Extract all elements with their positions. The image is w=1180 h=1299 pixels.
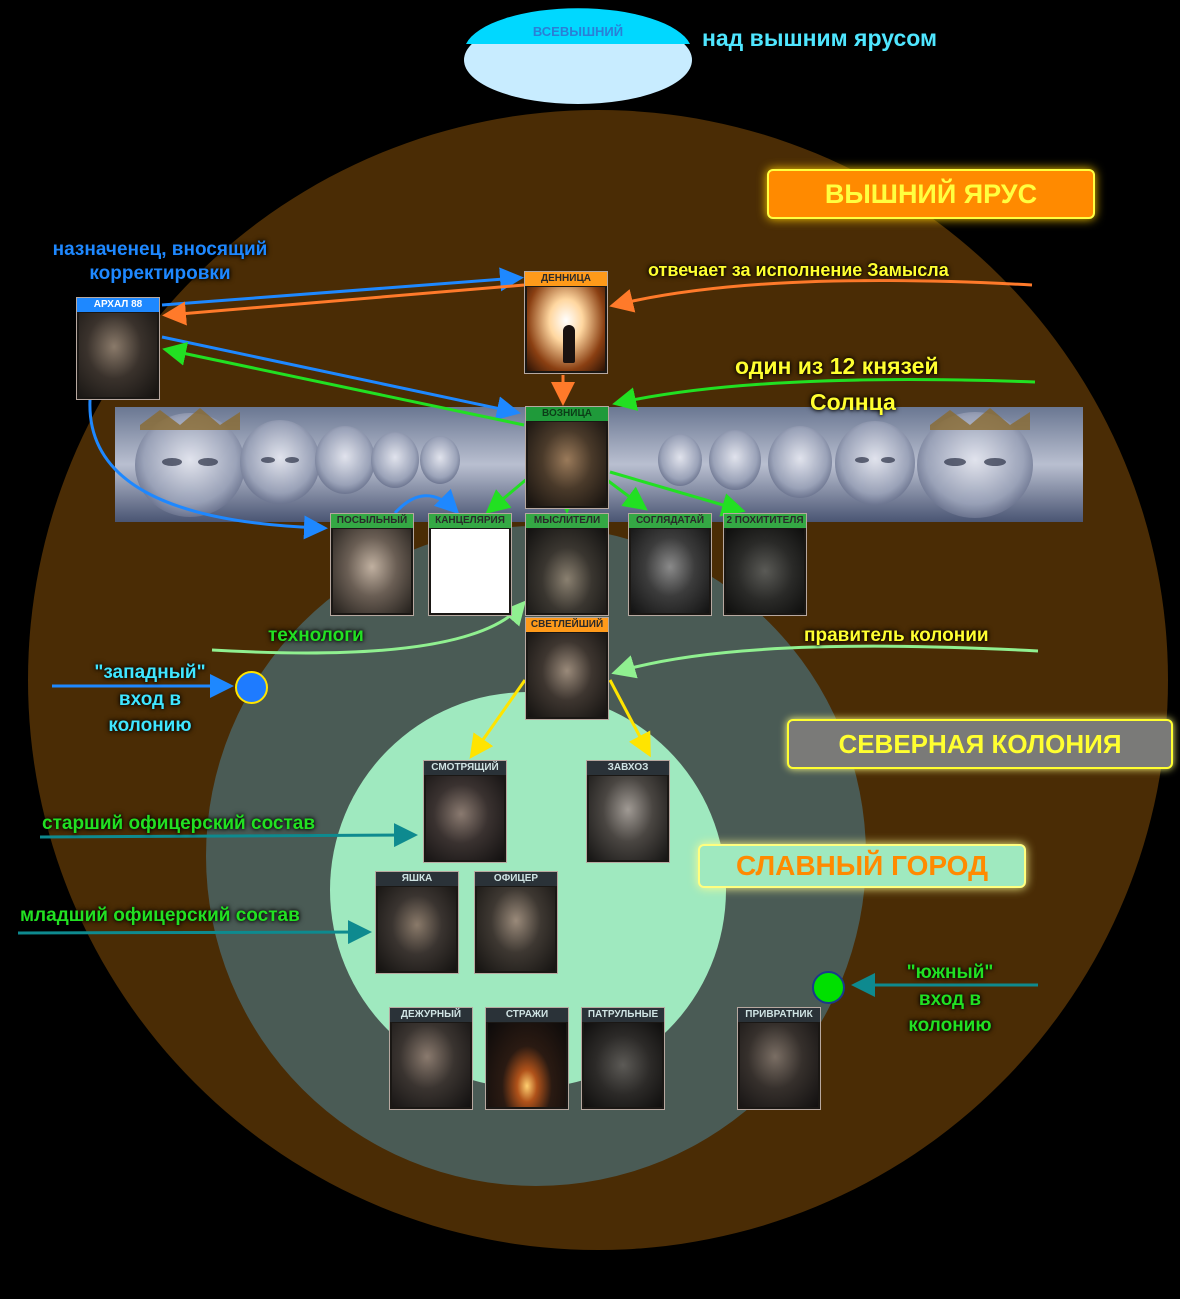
technologists-note: технологи — [268, 625, 364, 646]
node-ofitser[interactable]: ОФИЦЕР — [474, 871, 558, 974]
node-patrulnye-label: ПАТРУЛЬНЫЕ — [582, 1008, 664, 1022]
node-pokhititelya-photo — [726, 529, 804, 613]
prince-note-line2: Солнца — [810, 389, 896, 415]
arrow-voznitsa-to-spy — [606, 478, 648, 511]
node-yashka-photo — [378, 887, 456, 971]
senior-officers-note: старший офицерский состав — [42, 813, 316, 834]
south-entrance-dot — [812, 971, 845, 1004]
arrow-dennitsa-to-archal — [162, 283, 525, 326]
arrow-posylny-to-office — [393, 488, 460, 515]
node-dezhurny-label: ДЕЖУРНЫЙ — [390, 1008, 472, 1022]
node-soglyadatay[interactable]: СОГЛЯДАТАЙ — [628, 513, 712, 616]
colony-ruler-note: правитель колонии — [804, 625, 989, 646]
node-patrulnye-photo — [584, 1023, 662, 1107]
node-strazhi-label: СТРАЖИ — [486, 1008, 568, 1022]
node-yashka[interactable]: ЯШКА — [375, 871, 459, 974]
node-posylny[interactable]: ПОСЫЛЬНЫЙ — [330, 513, 414, 616]
node-strazhi-photo — [488, 1023, 566, 1107]
node-mysliteli[interactable]: МЫСЛИТЕЛИ — [525, 513, 609, 616]
node-voznitsa-label: ВОЗНИЦА — [526, 407, 608, 421]
arrow-prince — [612, 378, 1036, 411]
arrow-junior-officers — [17, 920, 372, 945]
node-mysliteli-photo — [528, 529, 606, 613]
arrow-archal-to-dennitsa — [161, 267, 524, 307]
node-archal-photo — [79, 313, 157, 397]
node-kantselyaria[interactable]: КАНЦЕЛЯРИЯ — [428, 513, 512, 616]
node-kantselyaria-label: КАНЦЕЛЯРИЯ — [429, 514, 511, 528]
node-archal[interactable]: АРХАЛ 88 — [76, 297, 160, 400]
node-patrulnye[interactable]: ПАТРУЛЬНЫЕ — [581, 1007, 665, 1110]
arrow-archal-to-voznitsa — [161, 335, 521, 420]
west-entrance-note: "западный" вход в колонию — [94, 662, 206, 737]
upper-tier-title: ВЫШНИЙ ЯРУС — [767, 169, 1095, 219]
junior-officers-note: младший офицерский состав — [20, 905, 300, 926]
node-smotryashchiy-photo — [426, 776, 504, 860]
node-privratnik[interactable]: ПРИВРАТНИК — [737, 1007, 821, 1110]
node-posylny-photo — [333, 529, 411, 613]
above-tier-label: над вышним ярусом — [702, 25, 937, 51]
arrow-ruler-to-quartermaster — [608, 679, 651, 758]
node-voznitsa[interactable]: ВОЗНИЦА — [525, 406, 609, 509]
supreme-label: ВСЕВЫШНИЙ — [532, 24, 624, 39]
node-zavkhoz-photo — [589, 776, 667, 860]
node-soglyadatay-label: СОГЛЯДАТАЙ — [629, 514, 711, 528]
arrow-voznitsa-to-archal — [162, 341, 525, 427]
node-dezhurny[interactable]: ДЕЖУРНЫЙ — [389, 1007, 473, 1110]
arrow-senior-officers — [39, 823, 418, 848]
north-colony-title: СЕВЕРНАЯ КОЛОНИЯ — [787, 719, 1173, 769]
arrow-voznitsa-to-kidnappers — [609, 470, 746, 517]
node-zavkhoz-label: ЗАВХОЗ — [587, 761, 669, 775]
prince-note-line1: один из 12 князей — [735, 353, 939, 379]
node-dennitsa[interactable]: ДЕННИЦА — [524, 271, 608, 374]
node-dezhurny-photo — [392, 1023, 470, 1107]
node-strazhi[interactable]: СТРАЖИ — [485, 1007, 569, 1110]
node-mysliteli-label: МЫСЛИТЕЛИ — [526, 514, 608, 528]
south-entrance-note: "южный" вход в колонию — [906, 962, 994, 1037]
arrow-colony-ruler — [611, 644, 1039, 679]
node-svetleyshiy-photo — [528, 633, 606, 717]
node-posylny-label: ПОСЫЛЬНЫЙ — [331, 514, 413, 528]
node-kantselyaria-photo — [431, 529, 509, 613]
node-soglyadatay-photo — [631, 529, 709, 613]
node-dennitsa-label: ДЕННИЦА — [525, 272, 607, 286]
node-zavkhoz[interactable]: ЗАВХОЗ — [586, 760, 670, 863]
arrow-voznitsa-to-office — [485, 476, 529, 514]
node-voznitsa-photo — [528, 422, 606, 506]
node-yashka-label: ЯШКА — [376, 872, 458, 886]
node-svetleyshiy[interactable]: СВЕТЛЕЙШИЙ — [525, 617, 609, 720]
arrow-plan — [609, 279, 1033, 313]
node-pokhititelya-label: 2 ПОХИТИТЕЛЯ — [724, 514, 806, 528]
appointee-note: назначенец, вносящий корректировки — [52, 239, 268, 284]
node-smotryashchiy-label: СМОТРЯЩИЙ — [424, 761, 506, 775]
arrow-ruler-to-overseer — [469, 679, 527, 759]
node-dennitsa-photo — [527, 287, 605, 371]
plan-note: отвечает за исполнение Замысла — [648, 260, 949, 280]
node-smotryashchiy[interactable]: СМОТРЯЩИЙ — [423, 760, 507, 863]
node-privratnik-label: ПРИВРАТНИК — [738, 1008, 820, 1022]
arrow-technologists — [211, 600, 526, 655]
node-pokhititelya[interactable]: 2 ПОХИТИТЕЛЯ — [723, 513, 807, 616]
node-ofitser-photo — [477, 887, 555, 971]
arrow-archal-to-posylny — [88, 399, 328, 540]
node-svetleyshiy-label: СВЕТЛЕЙШИЙ — [526, 618, 608, 632]
node-ofitser-label: ОФИЦЕР — [475, 872, 557, 886]
node-privratnik-photo — [740, 1023, 818, 1107]
node-archal-label: АРХАЛ 88 — [77, 298, 159, 312]
glorious-city-title: СЛАВНЫЙ ГОРОД — [698, 844, 1026, 888]
west-entrance-dot — [235, 671, 268, 704]
